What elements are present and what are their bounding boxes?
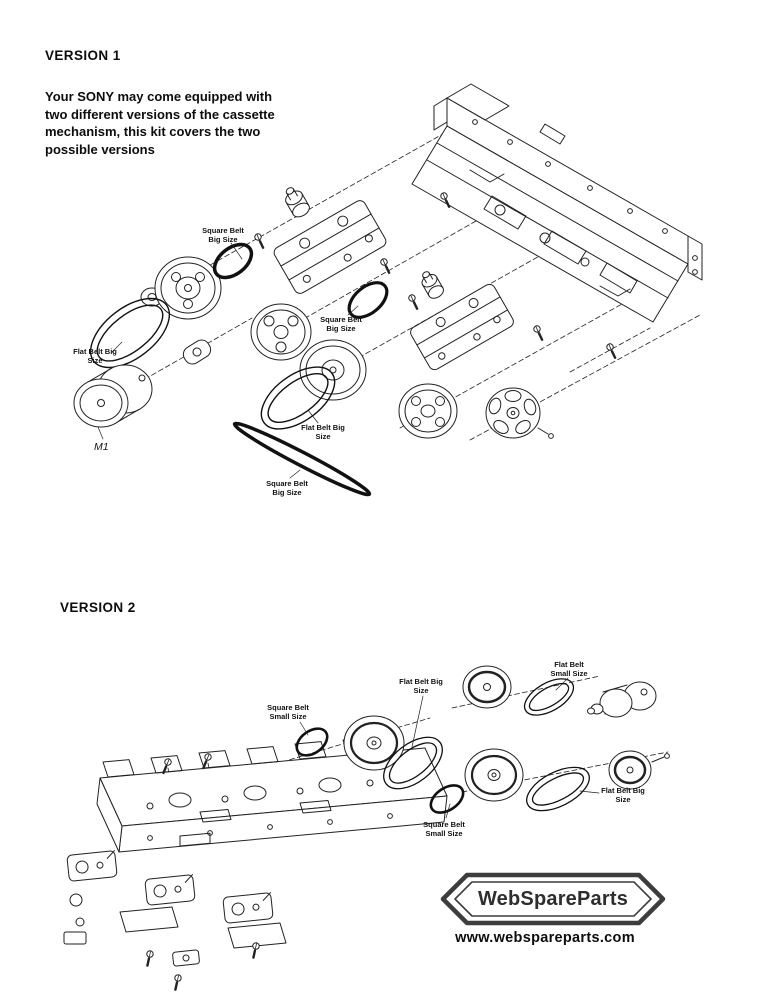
square-belt-big-2: [347, 281, 389, 319]
square-belt-small-1: [295, 727, 329, 757]
capstan-cylinder: [285, 187, 310, 218]
label-square-belt-big-2: Square Belt Big Size: [320, 315, 362, 334]
motor-v2: [587, 681, 657, 718]
leader-lines-v1: [97, 242, 359, 479]
belt-clamp: [182, 339, 212, 365]
label-square-belt-big-1: Square Belt Big Size: [202, 226, 244, 245]
version1-description: Your SONY may come equipped with two dif…: [45, 89, 275, 157]
label-flat-belt-small-v2: Flat Belt Small Size: [550, 660, 588, 679]
version2-diagram: [63, 665, 670, 991]
label-square-belt-small-2: Square Belt Small Size: [423, 820, 465, 839]
motor-m1: [73, 364, 153, 428]
leader-lines-v2: [299, 677, 600, 819]
right-pulley-v2: [608, 750, 670, 790]
head-assemblies: [63, 850, 287, 991]
version1-diagram: [73, 83, 703, 497]
flat-belt-big-2: [260, 366, 336, 430]
label-flat-belt-big-2: Flat Belt Big Size: [301, 423, 345, 442]
square-belt-small-2: [429, 784, 465, 814]
website-url: www.webspareparts.com: [455, 930, 635, 946]
label-motor-m1: M1: [94, 441, 109, 453]
flywheel-2-v2: [464, 748, 524, 802]
mechanism-block-2: [404, 271, 549, 371]
right-pulley: [398, 383, 458, 439]
version2-title: VERSION 2: [60, 600, 136, 615]
flywheel-1-v2: [343, 715, 405, 771]
label-flat-belt-big-1-v2: Flat Belt Big Size: [399, 677, 443, 696]
flat-belt-big-2-v2: [526, 766, 590, 812]
logo-text: WebSpareParts: [477, 887, 629, 910]
label-flat-belt-big-2-v2: Flat Belt Big Size: [601, 786, 645, 805]
mechanism-block-1: [250, 187, 396, 294]
gear-wheel: [485, 387, 554, 439]
label-square-belt-small-1: Square Belt Small Size: [267, 703, 309, 722]
flat-belt-big-1: [89, 297, 171, 369]
square-belt-big-3: [232, 421, 372, 497]
label-flat-belt-big-1: Flat Belt Big Size: [73, 347, 117, 366]
upper-pulley-v2: [462, 665, 512, 709]
flat-belt-small-v2: [523, 678, 575, 716]
label-square-belt-big-3: Square Belt Big Size: [266, 479, 308, 498]
chassis-plate-v1: [411, 83, 703, 373]
square-belt-big-1: [212, 242, 254, 280]
center-pulley: [250, 303, 312, 361]
version1-title: VERSION 1: [45, 48, 121, 63]
webspareparts-logo-hexagon: [440, 872, 666, 926]
left-pulley-cluster: [140, 256, 222, 320]
flat-belt-big-1-v2: [383, 736, 443, 790]
